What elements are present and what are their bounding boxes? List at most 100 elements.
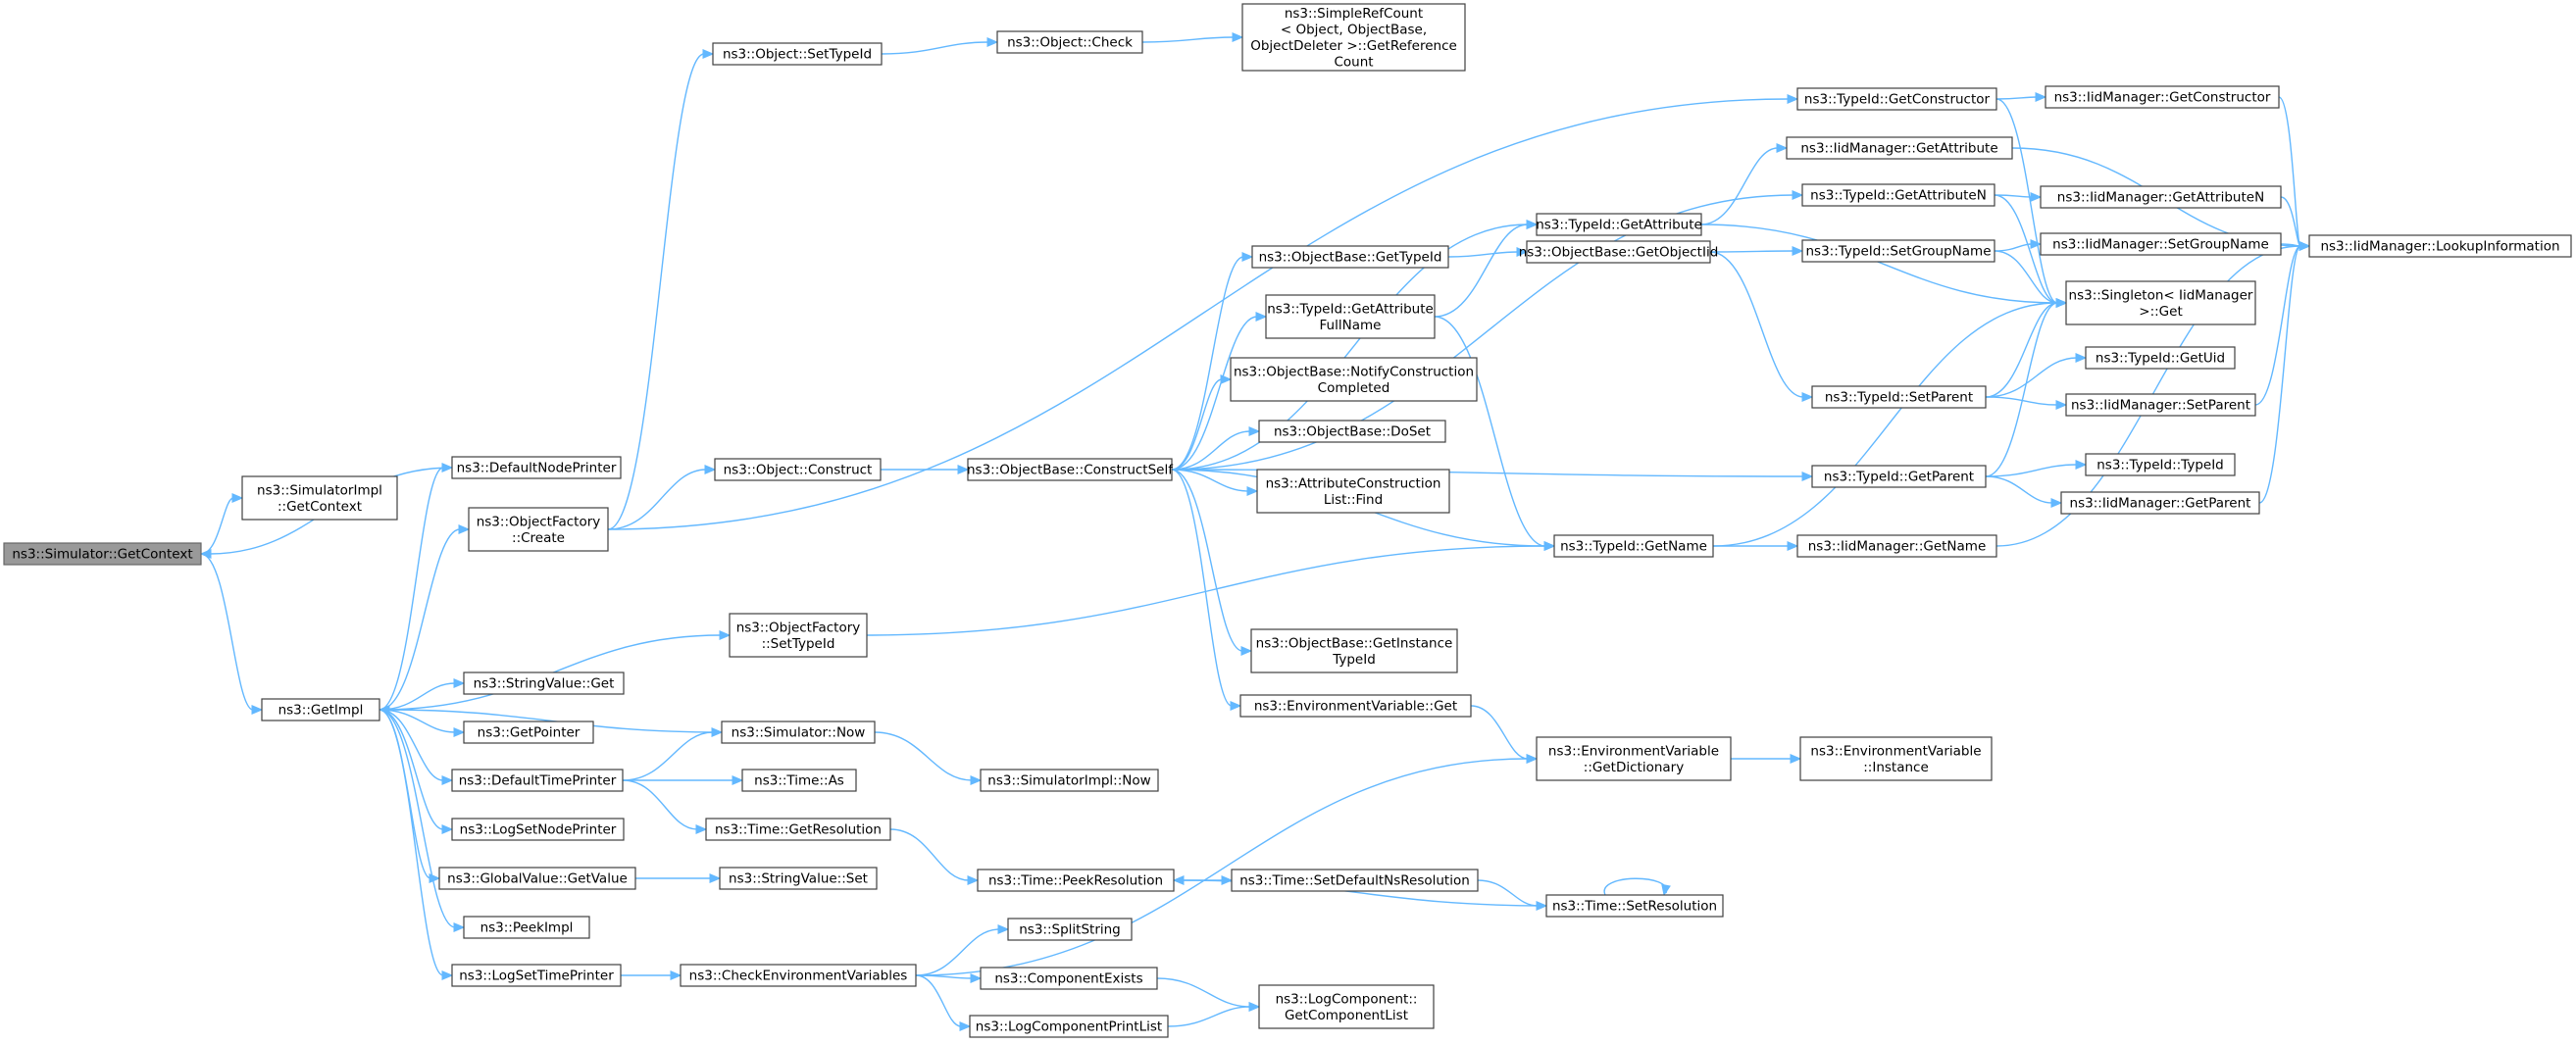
graph-node[interactable]: ns3::ObjectFactory::Create bbox=[468, 507, 609, 552]
graph-node[interactable]: ns3::Object::Construct bbox=[714, 458, 882, 481]
graph-node[interactable]: ns3::ObjectBase::GetTypeId bbox=[1251, 245, 1449, 269]
graph-edge bbox=[635, 873, 722, 883]
graph-node[interactable]: ns3::StringValue::Set bbox=[719, 867, 878, 890]
graph-node[interactable]: ns3::IidManager::GetAttributeN bbox=[2040, 185, 2282, 209]
graph-node[interactable]: ns3::SplitString bbox=[1007, 918, 1133, 941]
graph-node[interactable]: ns3::PeekImpl bbox=[463, 916, 590, 939]
graph-node[interactable]: ns3::LogComponent::GetComponentList bbox=[1258, 984, 1435, 1029]
edge-line bbox=[915, 758, 1529, 976]
graph-node[interactable]: ns3::Time::SetResolution bbox=[1545, 894, 1724, 918]
node-box bbox=[1239, 694, 1472, 718]
graph-node[interactable]: ns3::GlobalValue::GetValue bbox=[438, 867, 636, 890]
graph-edge bbox=[379, 709, 454, 834]
graph-node[interactable]: ns3::LogSetTimePrinter bbox=[451, 964, 622, 987]
graph-node[interactable]: ns3::GetPointer bbox=[463, 721, 594, 744]
graph-node[interactable]: ns3::Time::SetDefaultNsResolution bbox=[1231, 869, 1479, 892]
graph-node[interactable]: ns3::CheckEnvironmentVariables bbox=[680, 964, 917, 987]
graph-node[interactable]: ns3::IidManager::LookupInformation bbox=[2308, 234, 2572, 258]
graph-node[interactable]: ns3::Singleton< IidManager >::Get bbox=[2065, 280, 2256, 325]
graph-node[interactable]: ns3::IidManager::SetGroupName bbox=[2040, 232, 2282, 256]
graph-node[interactable]: ns3::ObjectBase::ConstructSelf bbox=[967, 458, 1174, 481]
edge-line bbox=[1141, 36, 1235, 43]
node-box bbox=[1811, 385, 1987, 409]
graph-node[interactable]: ns3::ObjectFactory::SetTypeId bbox=[729, 613, 868, 658]
node-label: ns3::ObjectFactory bbox=[736, 620, 861, 635]
graph-node[interactable]: ns3::EnvironmentVariable::GetDictionary bbox=[1536, 736, 1732, 781]
node-label: FullName bbox=[1320, 318, 1382, 333]
graph-node[interactable]: ns3::TypeId::TypeId bbox=[2085, 453, 2236, 476]
graph-node[interactable]: ns3::Object::Check bbox=[996, 30, 1143, 54]
edge-line bbox=[1985, 464, 2078, 477]
graph-node[interactable]: ns3::TypeId::GetAttributeN bbox=[1801, 183, 1995, 207]
graph-edge bbox=[1985, 460, 2088, 477]
graph-node[interactable]: ns3::Time::PeekResolution bbox=[977, 869, 1175, 892]
graph-node[interactable]: ns3::EnvironmentVariable::Get bbox=[1239, 694, 1472, 718]
edge-arrowhead bbox=[378, 705, 390, 715]
edge-arrowhead bbox=[2050, 498, 2063, 508]
graph-edge bbox=[1171, 374, 1233, 471]
graph-node[interactable]: ns3::Object::SetTypeId bbox=[712, 42, 883, 66]
graph-node[interactable]: ns3::StringValue::Get bbox=[463, 671, 625, 695]
edge-arrowhead bbox=[957, 465, 970, 474]
graph-node[interactable]: ns3::IidManager::GetAttribute bbox=[1786, 136, 2013, 160]
graph-node[interactable]: ns3::Simulator::GetContext bbox=[3, 542, 202, 566]
graph-node[interactable]: ns3::IidManager::GetName bbox=[1796, 534, 1997, 558]
node-box bbox=[438, 867, 636, 890]
node-label: ns3::ObjectBase::ConstructSelf bbox=[967, 463, 1174, 478]
edge-line bbox=[866, 545, 1546, 636]
graph-node[interactable]: ns3::TypeId::GetName bbox=[1553, 534, 1714, 558]
graph-node[interactable]: ns3::SimulatorImpl::Now bbox=[980, 769, 1159, 792]
graph-node[interactable]: ns3::Time::GetResolution bbox=[705, 818, 891, 841]
graph-node[interactable]: ns3::LogComponentPrintList bbox=[969, 1015, 1169, 1038]
edge-line bbox=[1171, 469, 1243, 652]
graph-node[interactable]: ns3::TypeId::SetParent bbox=[1811, 385, 1987, 409]
graph-edge bbox=[1171, 469, 1259, 496]
node-label: GetComponentList bbox=[1285, 1008, 1408, 1023]
node-box bbox=[1265, 294, 1436, 339]
edge-line bbox=[915, 928, 1000, 976]
graph-node[interactable]: ns3::ComponentExists bbox=[980, 967, 1158, 990]
node-box bbox=[2060, 491, 2260, 515]
graph-node[interactable]: ns3::ObjectBase::NotifyConstructionCompl… bbox=[1230, 357, 1478, 402]
graph-node[interactable]: ns3::IidManager::GetConstructor bbox=[2045, 85, 2280, 109]
graph-node[interactable]: ns3::ObjectBase::DoSet bbox=[1258, 420, 1446, 443]
node-label: ns3::Time::As bbox=[754, 773, 844, 789]
graph-edge bbox=[1994, 192, 2043, 202]
graph-edge bbox=[379, 709, 466, 932]
edge-arrowhead bbox=[1792, 190, 1804, 200]
graph-node[interactable]: ns3::SimpleRefCount< Object, ObjectBase,… bbox=[1241, 3, 1466, 72]
graph-node[interactable]: ns3::DefaultTimePrinter bbox=[451, 769, 624, 792]
graph-node[interactable]: ns3::GetImpl bbox=[261, 698, 380, 721]
edge-line bbox=[915, 974, 973, 979]
edge-arrowhead bbox=[1232, 32, 1244, 42]
node-label: ns3::AttributeConstruction bbox=[1266, 475, 1441, 491]
edge-arrowhead bbox=[1172, 875, 1185, 885]
node-label: ns3::TypeId::GetAttribute bbox=[1267, 301, 1434, 317]
node-box bbox=[705, 818, 891, 841]
graph-node[interactable]: ns3::IidManager::GetParent bbox=[2060, 491, 2260, 515]
node-label: TypeId bbox=[1332, 652, 1376, 668]
graph-node[interactable]: ns3::TypeId::GetParent bbox=[1811, 465, 1987, 488]
edge-line bbox=[2254, 245, 2301, 406]
graph-node[interactable]: ns3::Simulator::Now bbox=[721, 721, 876, 744]
graph-node[interactable]: ns3::TypeId::GetConstructor bbox=[1796, 87, 1997, 111]
graph-node[interactable]: ns3::LogSetNodePrinter bbox=[451, 818, 625, 841]
edge-arrowhead bbox=[1526, 220, 1539, 229]
edge-arrowhead bbox=[1248, 426, 1261, 436]
graph-node[interactable]: ns3::TypeId::GetUid bbox=[2085, 346, 2236, 370]
graph-node[interactable]: ns3::TypeId::GetAttribute bbox=[1536, 213, 1702, 236]
node-label: ns3::TypeId::GetName bbox=[1560, 539, 1707, 555]
graph-node[interactable]: ns3::ObjectBase::GetObjectIid bbox=[1519, 240, 1719, 264]
graph-node[interactable]: ns3::Time::As bbox=[741, 769, 857, 792]
graph-node[interactable]: ns3::SimulatorImpl::GetContext bbox=[241, 475, 398, 521]
edge-arrowhead bbox=[2055, 400, 2068, 410]
graph-node[interactable]: ns3::EnvironmentVariable::Instance bbox=[1799, 736, 1993, 781]
graph-node[interactable]: ns3::TypeId::SetGroupName bbox=[1801, 239, 1995, 263]
graph-node[interactable]: ns3::IidManager::SetParent bbox=[2065, 393, 2256, 417]
edge-arrowhead bbox=[429, 873, 441, 883]
node-box bbox=[3, 542, 202, 566]
graph-node[interactable]: ns3::DefaultNodePrinter bbox=[451, 456, 622, 479]
